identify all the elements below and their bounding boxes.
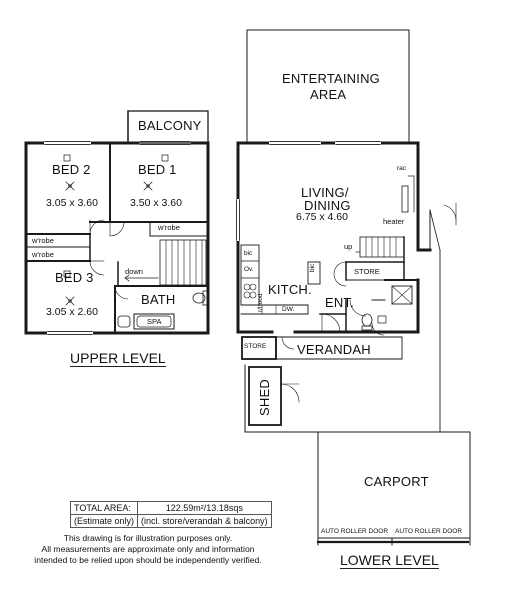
kitchen-label: KITCH. (268, 282, 312, 297)
table-row: (Estimate only) (incl. store/verandah & … (69, 514, 272, 528)
living-dining-label-line-1: LIVING/ (301, 185, 349, 200)
table-row: TOTAL AREA: 122.59m²/13.18sqs (69, 501, 272, 515)
bed-2-wardrobe-label: w'robe (32, 236, 54, 245)
stairs-up-label: up (344, 242, 353, 251)
lower-level-walls (236, 29, 471, 546)
area-inclusions-note: (incl. store/verandah & balcony) (137, 514, 272, 528)
stair-store-label: STORE (354, 267, 380, 276)
disclaimer-line-3: intended to be relied upon should be ind… (34, 555, 262, 565)
pantry-bic-label: bic (244, 250, 253, 257)
bed-1-label: BED 1 (138, 162, 177, 177)
disclaimer-line-2: All measurements are approximate only an… (41, 544, 255, 554)
estimate-note: (Estimate only) (69, 514, 139, 528)
rac-label: rac (397, 165, 407, 172)
stairs-down-label: down (125, 267, 143, 276)
roller-door-2-label: AUTO ROLLER DOOR (395, 528, 463, 535)
living-dining-dimensions: 6.75 x 4.60 (296, 211, 348, 223)
bed-2-dimensions: 3.05 x 3.60 (46, 197, 98, 209)
rangehood-label: r/hood (257, 293, 264, 312)
upper-level-title: UPPER LEVEL (70, 350, 166, 367)
dishwasher-label: DW. (282, 306, 295, 313)
disclaimer: This drawing is for illustration purpose… (18, 533, 278, 566)
bed-2-label: BED 2 (52, 162, 91, 177)
bed-3-label: BED 3 (55, 270, 94, 285)
total-area-table: TOTAL AREA: 122.59m²/13.18sqs (Estimate … (69, 501, 272, 528)
shed-label: SHED (257, 379, 272, 416)
total-area-value: 122.59m²/13.18sqs (137, 501, 272, 515)
entertaining-area-label-line-1: ENTERTAINING (282, 71, 380, 86)
kitchen-bic-label: bic (309, 263, 316, 272)
balcony-label: BALCONY (138, 118, 202, 133)
bath-label: BATH (141, 292, 176, 307)
roller-door-1-label: AUTO ROLLER DOOR (321, 528, 389, 535)
bed-1-dimensions: 3.50 x 3.60 (130, 197, 182, 209)
bed-1-wardrobe-label: w'robe (158, 223, 180, 232)
lower-level-title: LOWER LEVEL (340, 552, 439, 569)
front-store-label: STORE (244, 343, 267, 350)
spa-label: SPA (147, 317, 162, 326)
verandah-label: VERANDAH (297, 342, 371, 357)
oven-label: Ov. (244, 266, 254, 273)
carport-label: CARPORT (364, 474, 429, 489)
entertaining-area-label-line-2: AREA (310, 87, 347, 102)
total-area-label: TOTAL AREA: (69, 501, 139, 515)
heater-label: heater (383, 217, 405, 226)
disclaimer-line-1: This drawing is for illustration purpose… (63, 533, 233, 543)
bed-3-wardrobe-label: w'robe (32, 250, 54, 259)
bed-3-dimensions: 3.05 x 2.60 (46, 306, 98, 318)
living-dining-label-line-2: DINING (304, 198, 351, 213)
entry-label: ENT. (325, 295, 354, 310)
upper-level-walls (24, 110, 210, 335)
